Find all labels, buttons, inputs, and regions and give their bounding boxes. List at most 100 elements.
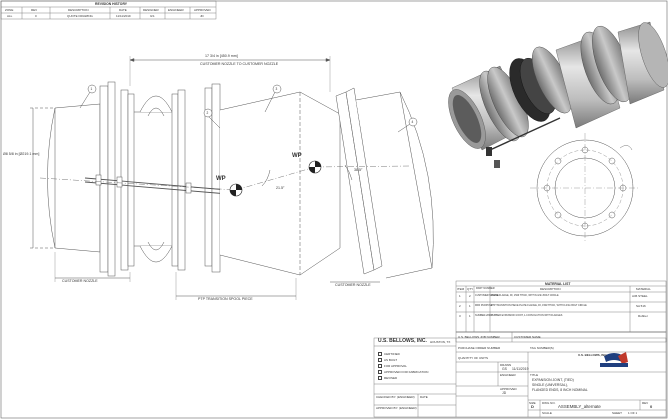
dim-overall: 17 3/4 in [450.9 mm] [205, 54, 238, 58]
checkbox-for-approval-label: FOR APPROVAL [384, 364, 407, 368]
mat-header-part-number: PART NUMBER [476, 287, 495, 290]
balloon-3-label: 3 [275, 87, 278, 91]
mat-row1-item: 1 [459, 294, 461, 298]
checkbox-certified[interactable] [378, 352, 382, 356]
tag-number-label: TAG NUMBER(S) [530, 346, 554, 350]
rev-rev-value: 0 [35, 14, 37, 18]
rev-label: REV [642, 401, 649, 405]
rev-header-approved: APPROVED [194, 8, 211, 12]
checked-by-label: CHECKED BY: (ENGINEER) [376, 395, 415, 399]
mat-row3-description: RUBBER EXPANSION JOINT, 1-CONVOLUTION WI… [491, 314, 563, 317]
dwg-value: ASSEMBLY_alternate [558, 404, 601, 409]
work-point-right-label: WP [292, 153, 302, 159]
spool-piece-label: PTP TRANSITION SPOOL PIECE [198, 297, 253, 301]
balloon-4-label: 4 [411, 120, 414, 124]
approved-by-engineer-label: APPROVED BY: (ENGINEER) [376, 406, 417, 410]
size-value: D [531, 404, 534, 409]
rev-header-date: DATE [119, 8, 127, 12]
mat-row3-material: Rubber [638, 314, 648, 318]
isometric-view [448, 21, 668, 168]
bom-customer-name-label: CUSTOMER NAME [514, 335, 541, 339]
rev-approved-value: JD [200, 14, 204, 18]
revision-title: REVISION HISTORY [95, 2, 128, 6]
angle-left: 21.5° [276, 186, 285, 190]
rev-date-value: 11/11/2019 [116, 14, 131, 18]
mat-row3-part: NUMBER-28097 [475, 314, 493, 317]
mat-row2-item: 2 [459, 304, 461, 308]
rev-value: 0 [650, 404, 653, 409]
scale-label: SCALE [542, 411, 552, 415]
balloon-1 [87, 84, 97, 94]
side-view-drawing [30, 56, 434, 300]
dwg-label: DWG NO. [542, 401, 556, 405]
approved-by-value: JD [502, 391, 507, 395]
rev-header-description: DESCRIPTION [68, 8, 89, 12]
sheet-value: 1 OF 1 [628, 411, 638, 415]
title-block [373, 337, 667, 418]
dim-overall-note: CUSTOMER NOZZLE TO CUSTOMER NOZZLE [200, 62, 279, 66]
item-balloons [87, 84, 418, 127]
rev-designer-value: GS [150, 14, 155, 18]
engineer-label: ENGINEER [500, 373, 516, 377]
revision-table [0, 0, 217, 20]
title-line-2: SINGLE (UNIVERSAL), [532, 383, 568, 387]
work-point-left-label: WP [216, 176, 226, 182]
mat-row3-qty: 1 [469, 314, 471, 318]
rev-header-rev: REV [31, 8, 38, 12]
material-list-table [455, 280, 667, 343]
mat-row1-part: CUSTOMER NOZZLE [475, 294, 499, 297]
balloon-2 [203, 108, 213, 118]
customer-nozzle-left-label: CUSTOMER NOZZLE [62, 279, 98, 283]
work-point-right [308, 160, 322, 174]
customer-nozzle-right-label: CUSTOMER NOZZLE [335, 283, 371, 287]
balloon-1-label: 1 [90, 87, 93, 91]
mat-row1-qty: 2 [469, 294, 471, 298]
sheet-label: SHEET [612, 411, 623, 415]
mat-row2-description: PTP TRANSITION PIECE PLATE FLANGE, FF, 1… [491, 304, 587, 307]
checked-date-label: DATE [420, 395, 428, 399]
checkbox-revised-label: REVISED [384, 376, 398, 380]
end-view-flange [530, 133, 640, 243]
mat-row1-material: A36 STEEL [632, 294, 648, 298]
company-logo [600, 352, 628, 367]
checkbox-certified-label: CERTIFIED [384, 352, 400, 356]
mat-header-description: DESCRIPTION [540, 287, 561, 291]
checkbox-approved-fabrication[interactable] [378, 370, 382, 374]
mat-header-qty: QTY [467, 287, 474, 291]
work-point-left [229, 183, 243, 197]
checkbox-as-built-label: AS BUILT [384, 358, 398, 362]
balloon-2-label: 2 [206, 111, 209, 115]
mat-header-item: ITEM [457, 287, 465, 291]
title-label: TITLE [530, 373, 539, 377]
drawn-label: DRAWN [500, 363, 512, 367]
angle-right: 38.5° [354, 168, 363, 172]
drawn-by-value: GS [502, 367, 507, 371]
checkbox-for-approval[interactable] [378, 364, 382, 368]
mat-row3-item: 3 [459, 314, 461, 318]
checkbox-as-built[interactable] [378, 358, 382, 362]
rev-description-value: QUOTE DRAWING [67, 14, 93, 18]
size-label: SIZE [529, 401, 536, 405]
company-city: HOUSTON, TX [430, 340, 451, 344]
rev-header-engineer: ENGINEER [168, 8, 184, 12]
title-line-1: EXPANSION JOINT, (TIED) [532, 378, 574, 382]
bom-job-number-label: U.S. BELLOWS JOB NUMBER [458, 335, 500, 339]
checkbox-revised[interactable] [378, 376, 382, 380]
material-list-title: MATERIAL LIST [545, 282, 571, 286]
dim-left-diameter: Ø8 5/8 in [Ø219.1 mm] [3, 152, 40, 156]
mat-header-material: MATERIAL [636, 287, 651, 291]
drawn-date-value: 11/11/2019 [512, 367, 529, 371]
rev-header-designer: DESIGNER [143, 8, 159, 12]
mat-row2-material: SA 516 [636, 304, 646, 308]
title-line-3: FLANGED ENDS, 8 INCH NOMINAL [532, 388, 588, 392]
balloon-3 [272, 84, 282, 94]
company-name: U.S. BELLOWS, INC. [378, 338, 427, 344]
checkbox-approved-fabrication-label: APPROVED FOR FABRICATION [384, 370, 429, 374]
approved-label: APPROVED [500, 387, 517, 391]
rev-zone-value: ALL [7, 14, 13, 18]
mat-row2-part: MFR PURPOSE [475, 304, 493, 307]
mat-row2-qty: 1 [469, 304, 471, 308]
rev-header-zone: ZONE [5, 8, 14, 12]
